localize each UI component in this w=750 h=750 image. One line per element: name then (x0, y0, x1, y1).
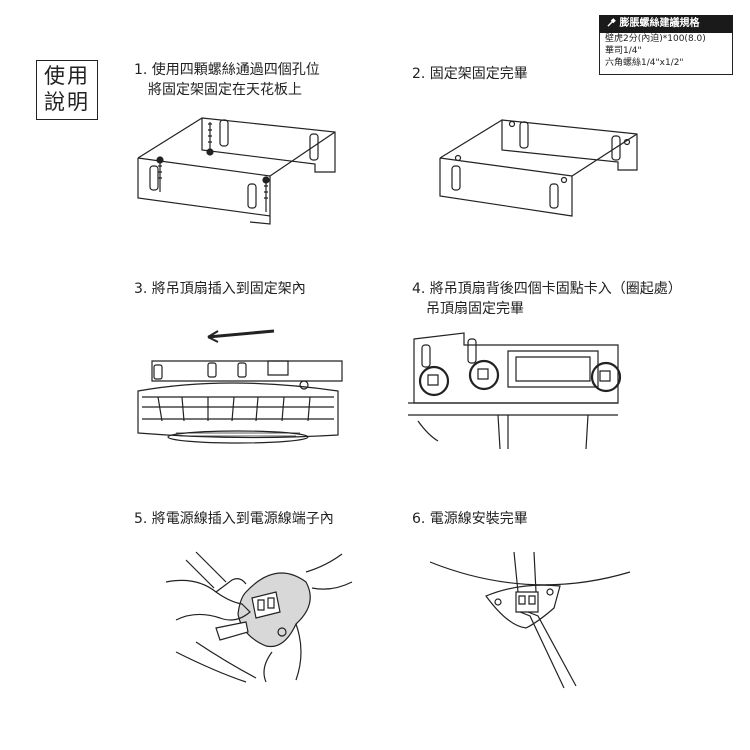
step-1-line-2: 將固定架固定在天花板上 (148, 82, 302, 98)
step-1-text: 1. 使用四顆螺絲通過四個孔位 將固定架固定在天花板上 (134, 60, 320, 100)
plug-power-cable-illustration (156, 552, 356, 682)
step-3-line-1: 3. 將吊頂扇插入到固定架內 (134, 281, 306, 297)
step-4-text: 4. 將吊頂扇背後四個卡固點卡入（圈起處） 吊頂扇固定完畢 (412, 279, 682, 319)
bracket-with-screws-illustration (130, 100, 350, 230)
spec-line-3: 六角螺絲1/4"x1/2" (605, 58, 684, 68)
usage-instructions-label: 使用 說明 (36, 60, 98, 120)
usage-label-line-2: 說明 (44, 90, 90, 114)
step-1-line-1: 1. 使用四顆螺絲通過四個孔位 (134, 62, 320, 78)
step-2-line-1: 2. 固定架固定完畢 (412, 66, 528, 82)
spec-line-2: 華司1/4" (605, 46, 642, 56)
step-6-text: 6. 電源線安裝完畢 (412, 509, 528, 529)
usage-label-line-1: 使用 (44, 64, 90, 88)
step-5-text: 5. 將電源線插入到電源線端子內 (134, 509, 334, 529)
cable-installed-illustration (430, 552, 630, 692)
step-4-line-1: 4. 將吊頂扇背後四個卡固點卡入（圈起處） (412, 281, 682, 297)
step-2-text: 2. 固定架固定完畢 (412, 64, 528, 84)
bracket-fixed-illustration (432, 108, 652, 228)
step-4-line-2: 吊頂扇固定完畢 (426, 301, 524, 317)
screw-spec-box: 膨脹螺絲建議規格 壁虎2分(內迫)*100(8.0) 華司1/4" 六角螺絲1/… (599, 15, 733, 75)
spec-title: 膨脹螺絲建議規格 (619, 18, 700, 29)
fan-insert-illustration (138, 325, 358, 450)
spec-title-bar: 膨脹螺絲建議規格 (599, 15, 733, 33)
step-5-line-1: 5. 將電源線插入到電源線端子內 (134, 511, 334, 527)
fan-clipped-illustration (408, 325, 628, 450)
spec-line-1: 壁虎2分(內迫)*100(8.0) (605, 34, 706, 44)
step-3-text: 3. 將吊頂扇插入到固定架內 (134, 279, 306, 299)
step-6-line-1: 6. 電源線安裝完畢 (412, 511, 528, 527)
screw-icon (607, 18, 619, 29)
